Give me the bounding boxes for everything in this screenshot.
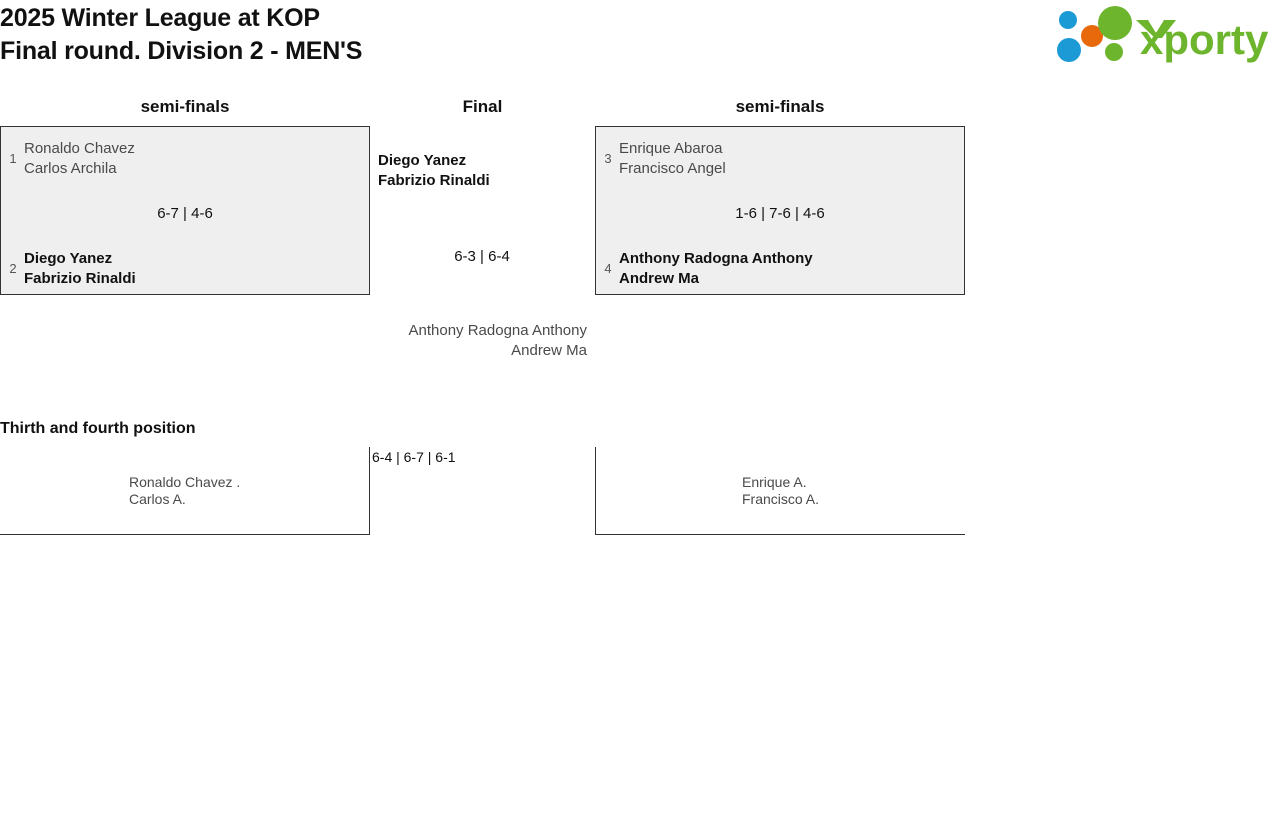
seed-number: 1 <box>9 151 17 166</box>
player-name: Fabrizio Rinaldi <box>378 171 490 189</box>
team-slot-seed-3[interactable]: 3 Enrique Abaroa Francisco Angel <box>597 139 726 178</box>
player-name: Enrique A. <box>742 474 807 490</box>
match-semifinal-left[interactable]: 1 Ronaldo Chavez Carlos Archila 6-7 | 4-… <box>0 126 370 295</box>
logo-dot-green-small <box>1105 43 1123 61</box>
final-score: 6-3 | 6-4 <box>454 248 510 265</box>
player-name: Francisco Angel <box>619 159 726 177</box>
logo-wordmark: xporty <box>1140 16 1269 63</box>
title-line-2: Final round. Division 2 - MEN'S <box>0 37 363 65</box>
match-score: 1-6 | 7-6 | 4-6 <box>735 205 825 222</box>
player-name: Andrew Ma <box>619 269 700 287</box>
team-names: Enrique Abaroa Francisco Angel <box>619 139 726 178</box>
player-name: Ronaldo Chavez <box>24 140 135 157</box>
logo-dot-green-large <box>1098 6 1132 40</box>
third-place-score: 6-4 | 6-7 | 6-1 <box>372 449 456 465</box>
team-slot-seed-1[interactable]: 1 Ronaldo Chavez Carlos Archila <box>2 139 135 178</box>
player-name: Anthony Radogna Anthony <box>619 250 813 267</box>
seed-number: 4 <box>604 261 612 276</box>
team-names: Diego Yanez Fabrizio Rinaldi <box>24 249 136 288</box>
team-names: Ronaldo Chavez Carlos Archila <box>24 139 135 178</box>
column-header-semifinals-right: semi-finals <box>735 97 825 116</box>
team-slot-seed-2[interactable]: 2 Diego Yanez Fabrizio Rinaldi <box>2 249 136 288</box>
player-name: Diego Yanez <box>378 152 467 169</box>
player-name: Anthony Radogna Anthony <box>408 322 587 339</box>
third-place-bracket-left <box>0 447 370 535</box>
player-name: Carlos Archila <box>24 159 117 177</box>
logo-dot-blue-bottom <box>1057 38 1081 62</box>
player-name: Francisco A. <box>742 491 820 507</box>
page-title: 2025 Winter League at KOP Final round. D… <box>0 2 900 68</box>
final-winner-team[interactable]: Diego Yanez Fabrizio Rinaldi <box>378 151 490 190</box>
match-score: 6-7 | 4-6 <box>157 205 213 222</box>
third-place-team-right[interactable]: Enrique A. Francisco A. <box>742 474 819 508</box>
logo-dot-orange <box>1081 25 1103 47</box>
player-name: Fabrizio Rinaldi <box>24 269 136 287</box>
player-name: Andrew Ma <box>511 341 587 359</box>
team-names: Anthony Radogna Anthony Andrew Ma <box>619 249 813 288</box>
logo-dot-blue-top <box>1059 11 1077 29</box>
player-name: Enrique Abaroa <box>619 140 723 157</box>
final-runnerup-team[interactable]: Anthony Radogna Anthony Andrew Ma <box>370 321 587 360</box>
column-header-semifinals-left: semi-finals <box>140 97 230 116</box>
player-name: Diego Yanez <box>24 250 113 267</box>
match-semifinal-right[interactable]: 3 Enrique Abaroa Francisco Angel 1-6 | 7… <box>595 126 965 295</box>
third-place-title: Thirth and fourth position <box>0 420 196 437</box>
third-place-team-left[interactable]: Ronaldo Chavez . Carlos A. <box>129 474 240 508</box>
xporty-logo-svg: xporty <box>1057 6 1269 63</box>
xporty-logo[interactable]: xporty <box>1052 6 1276 66</box>
seed-number: 3 <box>604 151 612 166</box>
player-name: Carlos A. <box>129 491 186 507</box>
third-place-bracket-right <box>595 447 965 535</box>
team-slot-seed-4[interactable]: 4 Anthony Radogna Anthony Andrew Ma <box>597 249 813 288</box>
player-name: Ronaldo Chavez . <box>129 474 241 490</box>
seed-number: 2 <box>9 261 17 276</box>
title-line-1: 2025 Winter League at KOP <box>0 4 320 32</box>
logo-chevron <box>1136 20 1176 38</box>
column-header-final: Final <box>462 97 503 116</box>
